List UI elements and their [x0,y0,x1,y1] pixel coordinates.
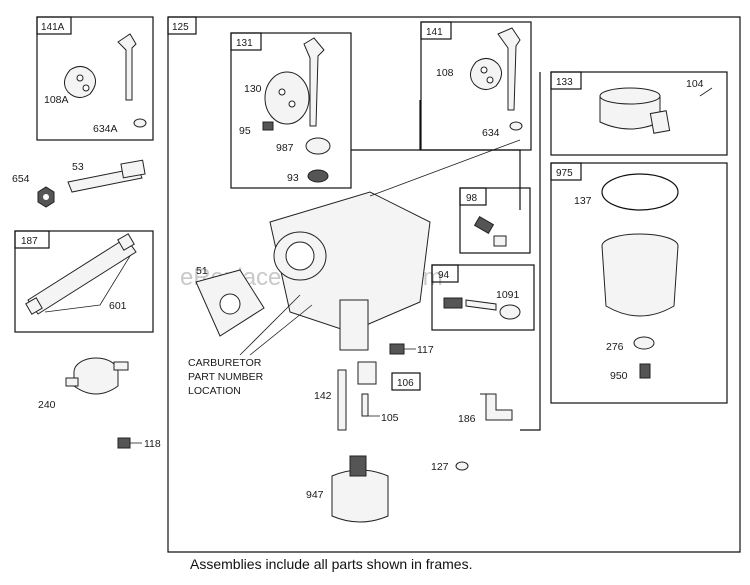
frame-label-125: 125 [172,22,189,33]
label-127: 127 [431,461,449,473]
part-95-screw [262,121,274,131]
label-130: 130 [244,83,262,95]
label-108: 108 [436,67,454,79]
label-117: 117 [417,344,434,356]
part-108a-plate [64,66,96,98]
carburetor-note: CARBURETOR PART NUMBER LOCATION [188,294,313,397]
note-line-3: LOCATION [188,385,241,397]
frame-133[interactable]: 133 104 [550,71,728,156]
part-142-tube [337,369,347,431]
frame-label-133: 133 [556,77,573,88]
part-1091 [499,304,521,320]
part-51-gasket[interactable]: 51 [195,265,265,337]
part-130-plate [264,71,310,125]
part-93-cap [307,169,329,183]
part-choke-shaft [303,37,325,127]
note-line-1: CARBURETOR [188,357,262,369]
part-throttle-shaft [117,33,137,101]
frame-label-141: 141 [426,27,443,38]
part-950-screw [639,363,651,379]
frame-94[interactable]: 94 1091 [431,264,535,331]
part-group-654-53[interactable]: 654 53 [12,159,146,208]
frame-975[interactable]: 975 137 276 950 [550,162,728,404]
part-98-spring [473,215,495,235]
label-105: 105 [381,412,399,424]
frame-141[interactable]: 141 108 634 [420,21,532,151]
label-947: 947 [306,489,324,501]
label-654: 654 [12,173,30,185]
label-108a: 108A [44,94,69,106]
label-53: 53 [72,161,84,173]
part-987-seal [305,137,331,155]
part-240-fuel-filter[interactable]: 240 [38,357,129,411]
label-137: 137 [574,195,592,207]
label-987: 987 [276,142,294,154]
frame-label-187: 187 [21,236,38,247]
frame-125[interactable]: 125 [167,16,741,553]
label-95: 95 [239,125,251,137]
part-117[interactable]: 117 [389,343,434,356]
part-118-screw[interactable]: 118 [117,437,161,450]
label-142: 142 [314,390,332,402]
frame-label-131: 131 [236,38,253,49]
frame-141a[interactable]: 141A 108A 634A [36,16,154,141]
part-94-spring [443,297,463,309]
frame-label-106: 106 [397,378,414,389]
part-276-seal [633,336,655,350]
label-950: 950 [610,370,628,382]
frame-label-975: 975 [556,168,573,179]
part-634a-seal [133,118,147,128]
label-1091: 1091 [496,289,520,301]
frame-label-98: 98 [466,193,478,204]
part-137-gasket [601,173,679,211]
label-240: 240 [38,399,56,411]
part-186-elbow[interactable]: 186 [458,393,513,425]
label-186: 186 [458,413,476,425]
frame-98[interactable]: 98 [459,187,531,254]
part-634-seal [509,121,523,131]
label-51: 51 [196,265,208,277]
label-118: 118 [144,438,161,450]
label-276: 276 [606,341,624,353]
frame-131[interactable]: 131 130 95 987 93 [230,32,352,189]
caption: Assemblies include all parts shown in fr… [190,556,472,572]
label-634a: 634A [93,123,118,135]
part-142-105[interactable]: 142 105 [314,369,399,431]
note-line-2: PART NUMBER [188,371,264,383]
part-105-needle [361,393,369,417]
label-104: 104 [686,78,704,90]
label-601: 601 [109,300,127,312]
frame-187[interactable]: 187 601 [14,230,154,333]
part-127[interactable]: 127 [431,461,469,473]
label-93: 93 [287,172,299,184]
part-108-plate [470,58,502,90]
label-634: 634 [482,127,500,139]
part-throttle-shaft-141 [497,27,521,111]
carburetor-body[interactable] [269,139,521,351]
frame-106[interactable]: 106 [357,361,421,391]
frame-label-141a: 141A [41,22,65,33]
frame-label-94: 94 [438,270,450,281]
part-947-solenoid[interactable]: 947 [306,455,389,523]
